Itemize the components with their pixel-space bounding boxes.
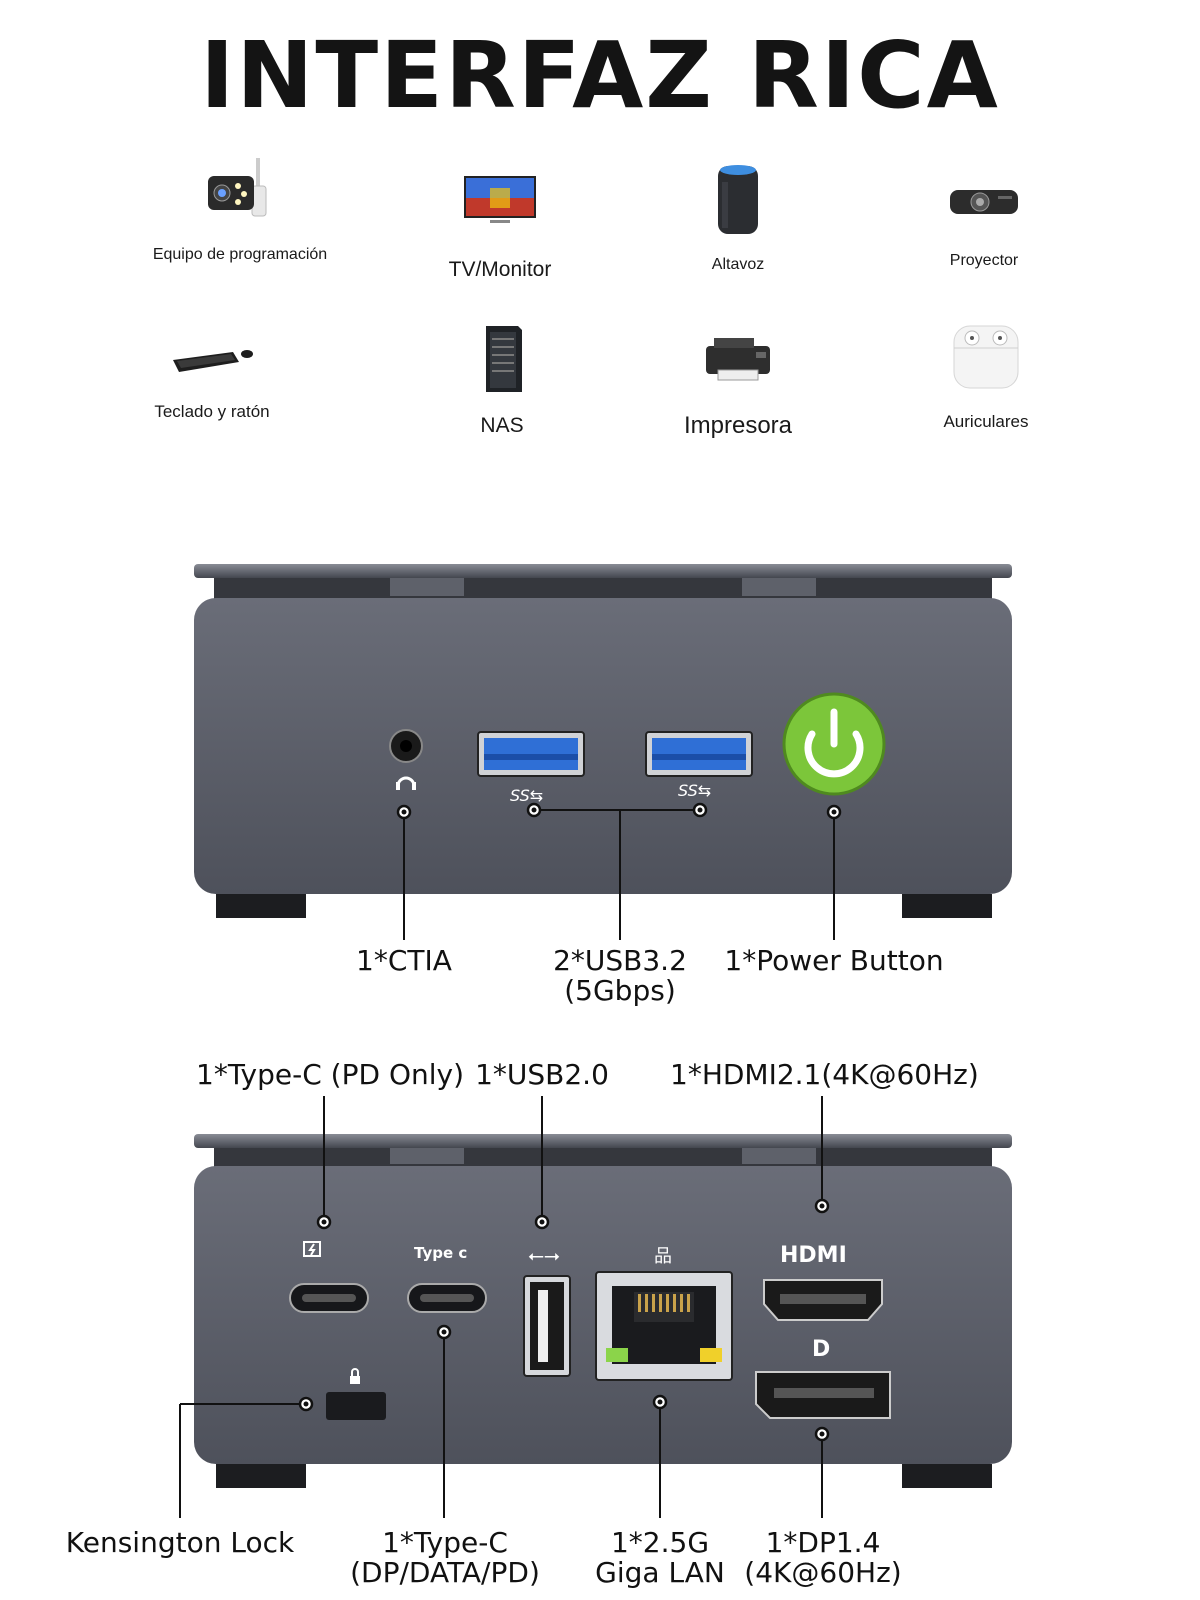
label-usb32-line1: 2*USB3.2 [553,944,687,977]
device-label: Equipo de programación [152,246,328,263]
device-tv-monitor: TV/Monitor [370,170,630,282]
usb-ss-icon: SS⇆ [510,786,543,805]
lan-led-green [606,1348,628,1362]
front-top-lid [194,564,1012,578]
device-label: NAS [480,414,524,437]
front-foot-right [902,894,992,918]
label-hdmi: 1*HDMI2.1(4K@60Hz) [670,1058,979,1091]
device-label: Teclado y ratón [154,402,270,421]
rear-foot-right [902,1464,992,1488]
smart-speaker-icon [718,165,758,234]
network-icon: 品 [654,1246,672,1267]
charging-icon [303,1241,321,1257]
rear-top-lid [194,1134,1012,1148]
kensington-slot [326,1392,386,1420]
device-printer: Impresora [608,330,868,440]
label-power-button: 1*Power Button [724,944,944,977]
label-typec-line1: 1*Type-C [382,1526,508,1559]
label-dp-line2: (4K@60Hz) [744,1556,902,1589]
device-nas: NAS [372,320,632,438]
security-camera-icon [208,158,267,217]
front-callout-lines [403,809,835,940]
label-lan-line1: 1*2.5G [610,1526,710,1559]
device-speaker: Altavoz [608,162,868,274]
rear-mini-pc: Type c ⭠⭢ 品 HDMI D [179,1096,1012,1518]
typec-text-marking: Type c [414,1244,467,1262]
label-kensington: Kensington Lock [65,1526,295,1559]
front-foot-left [216,894,306,918]
earbuds-icon [953,325,1019,389]
label-dp-line1: 1*DP1.4 [765,1526,881,1559]
label-lan-line2: Giga LAN [595,1556,725,1589]
usb-ss-icon: SS⇆ [678,781,711,800]
label-usb20: 1*USB2.0 [475,1058,609,1091]
tv-monitor-icon [464,176,536,223]
device-label: Proyector [949,252,1019,269]
device-earbuds: Auriculares [856,318,1116,432]
rear-callout-lines [179,1096,823,1518]
device-label: TV/Monitor [448,258,552,281]
rear-foot-left [216,1464,306,1488]
lan-led-yellow [700,1348,722,1362]
usb-icon: ⭠⭢ [528,1243,560,1267]
label-usb32-line2: (5Gbps) [564,974,676,1007]
device-label: Altavoz [711,256,765,273]
keyboard-mouse-icon [173,350,253,372]
label-dp: 1*DP1.4 (4K@60Hz) [738,1528,908,1588]
device-keyboard-mouse: Teclado y ratón [82,330,342,422]
label-ctia: 1*CTIA [356,944,452,977]
nas-server-icon [486,326,522,392]
label-lan: 1*2.5G Giga LAN [590,1528,730,1588]
label-usb32: 2*USB3.2 (5Gbps) [520,946,720,1006]
front-mini-pc: SS⇆ SS⇆ [194,564,1012,940]
label-typec-dp: 1*Type-C (DP/DATA/PD) [340,1528,550,1588]
projector-icon [950,190,1018,214]
lock-icon [350,1376,360,1384]
front-chassis [194,598,1012,894]
page-title: INTERFAZ RICA [200,22,1000,129]
device-security-camera: Equipo de programación [110,150,370,264]
displayport-logo-icon: D [812,1337,830,1362]
label-typec-pd: 1*Type-C (PD Only) [196,1058,465,1091]
device-projector: Proyector [854,176,1114,270]
device-label: Auriculares [943,412,1029,431]
hdmi-logo-icon: HDMI [780,1243,847,1268]
device-label: Impresora [683,412,793,439]
power-icon [804,730,864,778]
label-typec-line2: (DP/DATA/PD) [350,1556,540,1589]
printer-icon [706,338,770,381]
